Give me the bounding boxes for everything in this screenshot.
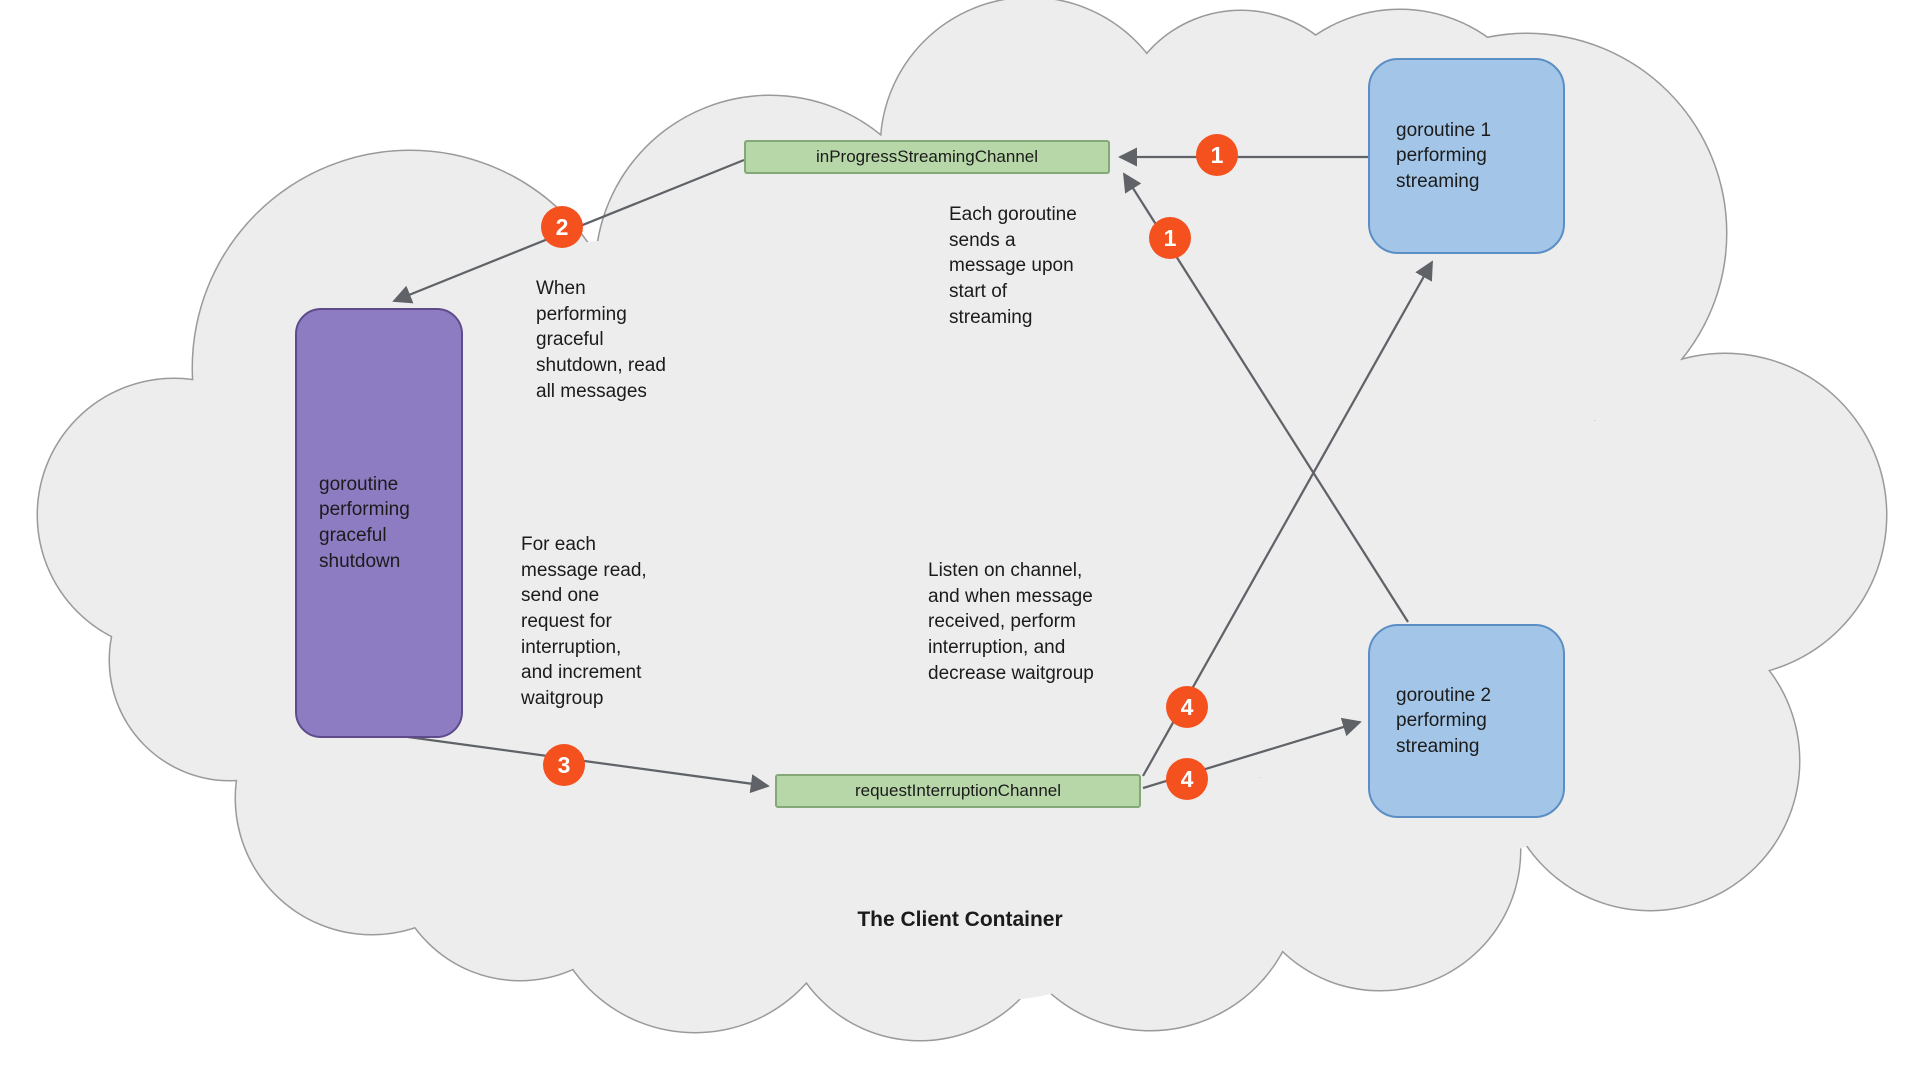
annotation-graceful-read: When performing graceful shutdown, read …: [536, 278, 666, 402]
step-badge-4a: 4: [1166, 686, 1208, 728]
step-badge-2: 2: [541, 206, 583, 248]
step-badge-1b: 1: [1149, 217, 1191, 259]
node-goroutine-2-label: goroutine 2 performing streaming: [1396, 684, 1492, 757]
node-graceful-shutdown-goroutine-label: goroutine performing graceful shutdown: [319, 473, 410, 572]
step-badge-3: 3: [543, 744, 585, 786]
node-goroutine-2: goroutine 2 performing streaming: [1368, 624, 1565, 818]
step-badge-1a: 1: [1196, 134, 1238, 176]
channel-request-interruption: requestInterruptionChannel: [775, 774, 1141, 808]
node-graceful-shutdown-goroutine: goroutine performing graceful shutdown: [295, 308, 463, 738]
node-goroutine-1-label: goroutine 1 performing streaming: [1396, 119, 1492, 192]
annotation-send-request: For each message read, send one request …: [521, 534, 647, 709]
channel-in-progress-streaming: inProgressStreamingChannel: [744, 140, 1110, 174]
client-container-label: The Client Container: [857, 908, 1063, 931]
step-badge-4b: 4: [1166, 758, 1208, 800]
annotation-start-streaming: Each goroutine sends a message upon star…: [949, 204, 1077, 328]
channel-request-interruption-label: requestInterruptionChannel: [854, 781, 1062, 800]
annotation-listen-channel: Listen on channel, and when message rece…: [928, 560, 1094, 684]
channel-in-progress-streaming-label: inProgressStreamingChannel: [815, 147, 1039, 166]
node-goroutine-1: goroutine 1 performing streaming: [1368, 58, 1565, 254]
